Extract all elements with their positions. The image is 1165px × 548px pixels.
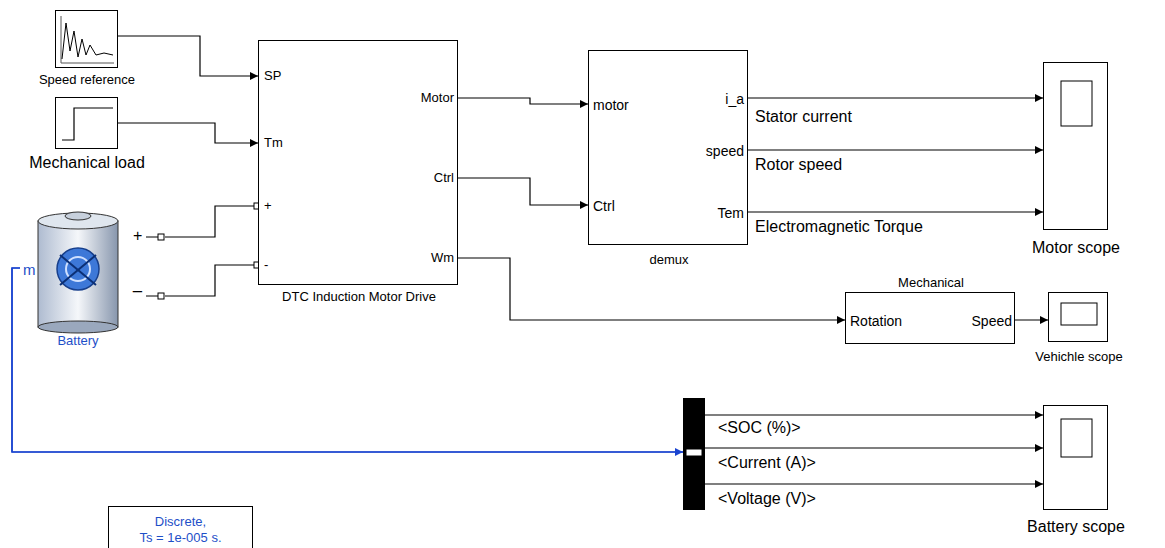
arrowhead bbox=[1035, 146, 1043, 154]
battery-block: m + _ Battery bbox=[20, 205, 165, 355]
step-block: Mechanical load bbox=[55, 97, 118, 149]
bus-selector-bar bbox=[683, 398, 705, 510]
wire-segment bbox=[748, 97, 1043, 98]
block-name: Mechanical load bbox=[29, 154, 145, 172]
battery-icon bbox=[20, 205, 165, 355]
wire-segment bbox=[458, 98, 588, 104]
arrowhead bbox=[837, 316, 845, 324]
wire-segment bbox=[118, 123, 258, 143]
step-icon bbox=[56, 98, 119, 150]
wire-segment bbox=[118, 36, 258, 76]
wire-segment bbox=[694, 452, 1043, 484]
signal-line bbox=[118, 123, 258, 147]
port-label: Speed bbox=[972, 313, 1012, 329]
block-name: demux bbox=[649, 253, 688, 268]
drive-block: SPTm+-MotorCtrlWmDTC Induction Motor Dri… bbox=[258, 40, 458, 285]
signal-line bbox=[748, 94, 1043, 102]
port-label: m bbox=[23, 261, 36, 278]
signal-label: <Current (A)> bbox=[716, 454, 818, 472]
scope-icon bbox=[1044, 406, 1109, 511]
signal-line bbox=[12, 268, 1043, 452]
arrowhead bbox=[1035, 480, 1043, 488]
signal-label: Electromagnetic Torque bbox=[753, 218, 925, 236]
block-name: Motor scope bbox=[1032, 239, 1120, 257]
port-label: SP bbox=[264, 69, 281, 84]
signal-label: <SOC (%)> bbox=[716, 419, 803, 437]
signal-line bbox=[458, 178, 588, 209]
mechanical-block: MechanicalRotationSpeed bbox=[845, 292, 1015, 344]
wire-segment bbox=[694, 448, 1043, 452]
signal-label: Stator current bbox=[753, 108, 854, 126]
arrowhead bbox=[1035, 444, 1043, 452]
arrowhead bbox=[1035, 208, 1043, 216]
block-name: DTC Induction Motor Drive bbox=[282, 290, 436, 305]
terminal-sign: + bbox=[133, 227, 142, 245]
port-label: speed bbox=[706, 143, 744, 159]
wire-segment bbox=[165, 265, 258, 296]
signal-line bbox=[165, 206, 258, 237]
arrowhead bbox=[250, 72, 258, 80]
signal-builder: Speed reference bbox=[55, 10, 118, 68]
scope-block: Vehichle scope bbox=[1048, 292, 1108, 342]
signal-line bbox=[165, 265, 258, 296]
port-label: Ctrl bbox=[593, 198, 615, 214]
port-label: motor bbox=[593, 97, 629, 113]
wire-segment bbox=[748, 211, 1043, 212]
block-name: Mechanical bbox=[898, 276, 964, 291]
arrowhead bbox=[250, 139, 258, 147]
block-name: Speed reference bbox=[39, 73, 135, 88]
signal-line bbox=[1015, 316, 1048, 324]
signal-line bbox=[458, 258, 845, 324]
wire-segment bbox=[694, 415, 1043, 452]
signal-line bbox=[748, 146, 1043, 154]
port-label: i_a bbox=[725, 91, 744, 107]
powergui-block: Discrete, Ts = 1e-005 s. bbox=[108, 506, 253, 548]
signal-line bbox=[118, 36, 258, 80]
block-name: Vehichle scope bbox=[1035, 350, 1122, 365]
scope-icon bbox=[1044, 63, 1109, 231]
wire-segment bbox=[458, 178, 588, 205]
scope-block: Battery scope bbox=[1043, 405, 1108, 510]
port-label: Rotation bbox=[850, 313, 902, 329]
port-label: Motor bbox=[421, 91, 454, 106]
port-label: + bbox=[264, 199, 272, 214]
arrowhead bbox=[580, 100, 588, 108]
port-label: Tem bbox=[718, 205, 744, 221]
block-name: Battery scope bbox=[1027, 518, 1125, 536]
signal-label: Rotor speed bbox=[753, 156, 844, 174]
arrowhead bbox=[1035, 411, 1043, 419]
signal-line bbox=[12, 268, 1043, 488]
terminal-sign: _ bbox=[133, 275, 142, 293]
wire-segment bbox=[748, 149, 1043, 150]
bus-input-arrow bbox=[675, 448, 683, 456]
signal-label: <Voltage (V)> bbox=[716, 490, 818, 508]
arrowhead bbox=[1040, 316, 1048, 324]
arrowhead bbox=[1035, 94, 1043, 102]
port-label: Tm bbox=[264, 136, 283, 151]
port-label: - bbox=[264, 258, 268, 273]
port-label: Wm bbox=[431, 251, 454, 266]
demux-block: motorCtrli_aspeedTemdemux bbox=[588, 50, 748, 245]
port-label: Ctrl bbox=[434, 171, 454, 186]
arrowhead bbox=[580, 201, 588, 209]
solver-note: Discrete, Ts = 1e-005 s. bbox=[135, 514, 227, 546]
signal-line bbox=[748, 208, 1043, 216]
wire-segment bbox=[165, 206, 258, 237]
signal-line bbox=[12, 268, 1043, 452]
signal-builder-icon bbox=[56, 11, 119, 69]
bus-selector-port bbox=[686, 449, 702, 456]
block-name: Battery bbox=[57, 334, 98, 349]
scope-block: Motor scope bbox=[1043, 62, 1108, 230]
wire-segment bbox=[458, 258, 845, 320]
signal-line bbox=[458, 98, 588, 108]
scope-icon bbox=[1049, 293, 1109, 343]
